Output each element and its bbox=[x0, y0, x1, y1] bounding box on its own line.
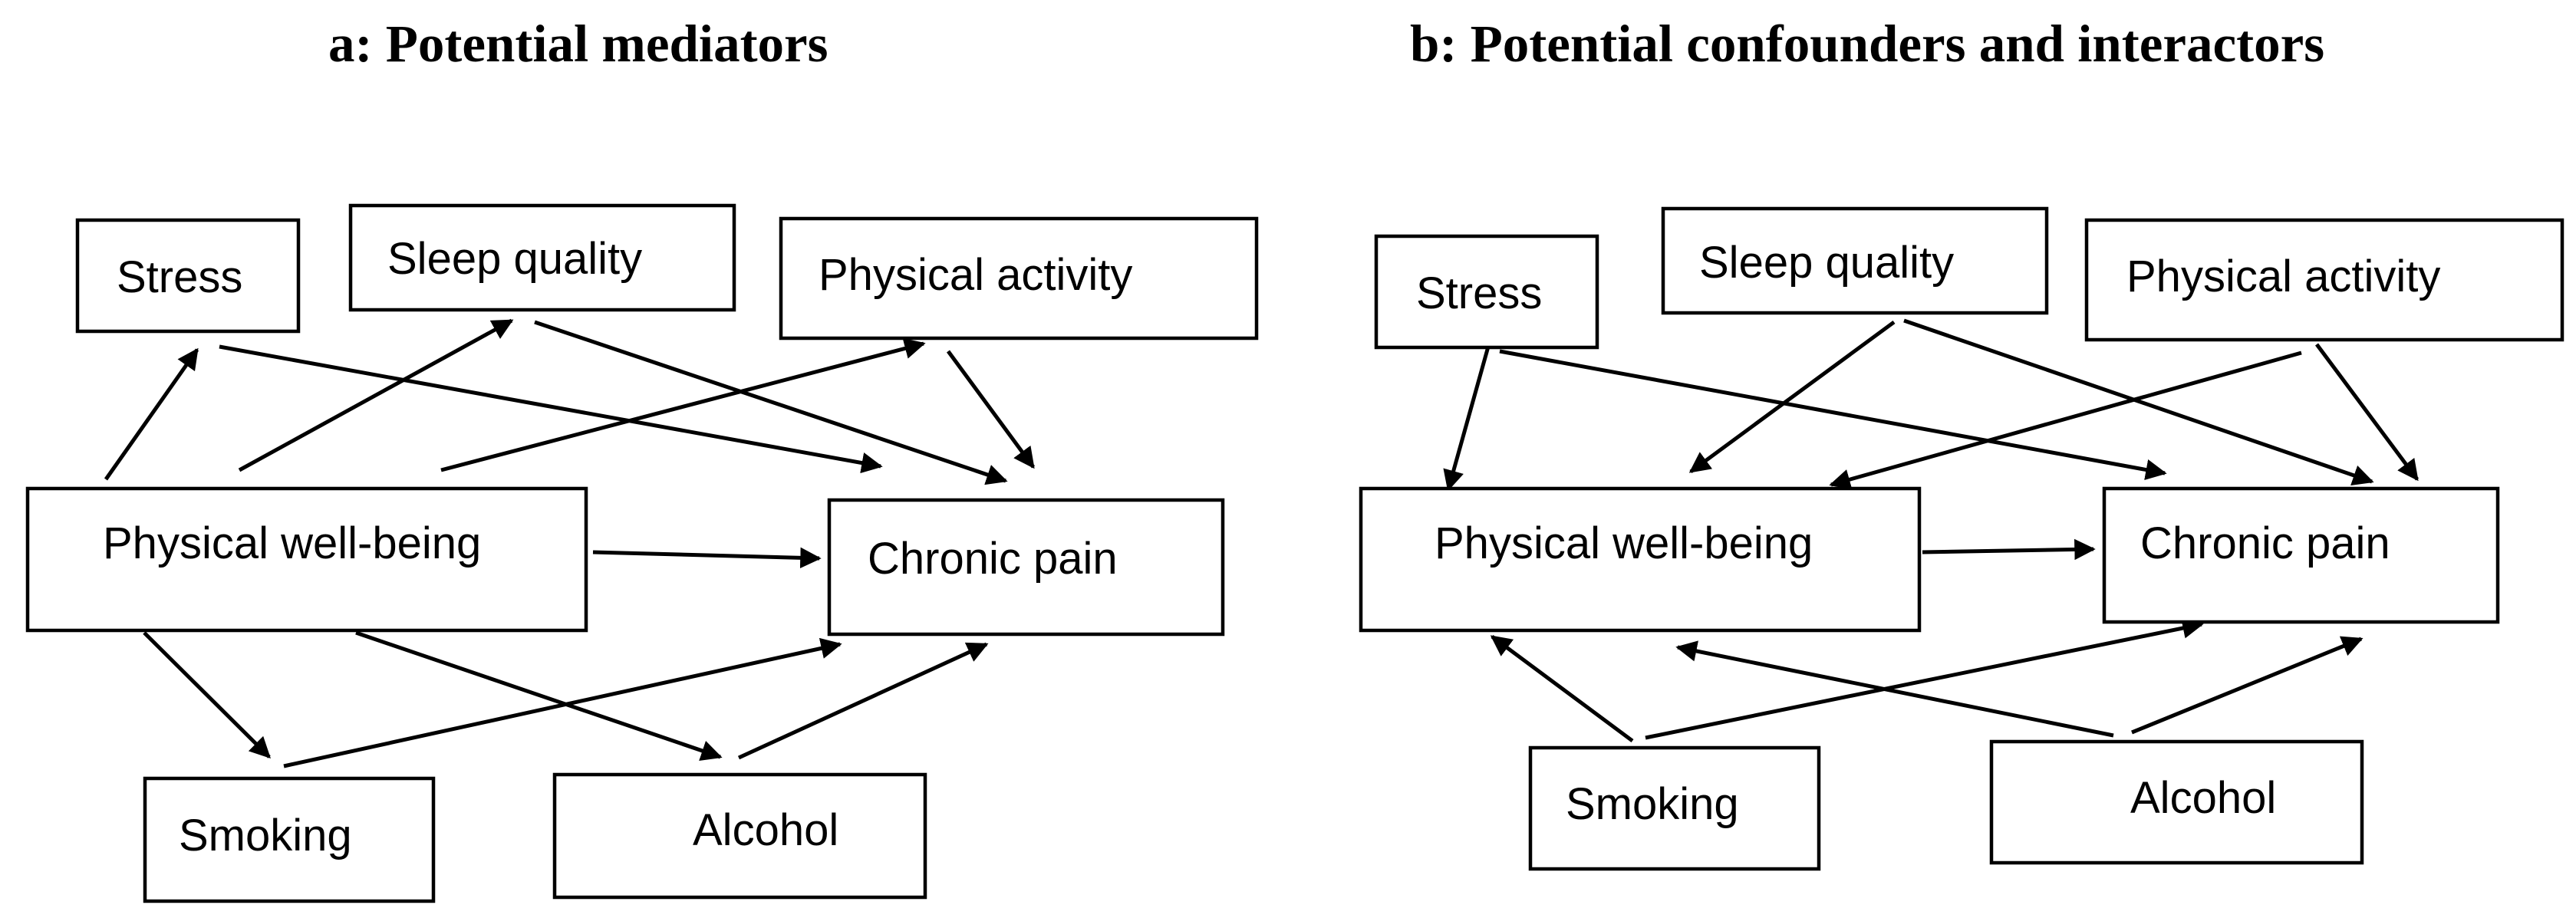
arrow-b-wellbeing-to-pain bbox=[1922, 538, 2096, 561]
node-b-pain: Chronic pain bbox=[2102, 486, 2500, 624]
node-a-wellbeing: Physical well-being bbox=[25, 486, 588, 633]
node-a-sleep-label: Sleep quality bbox=[387, 234, 642, 284]
arrow-b-alcohol-to-wellbeing bbox=[1675, 640, 2114, 738]
node-a-smoking-label: Smoking bbox=[179, 811, 352, 860]
arrow-b-smoking-to-pain bbox=[1645, 617, 2204, 740]
node-a-wellbeing-label: Physical well-being bbox=[103, 518, 481, 568]
panel-a-title: a: Potential mediators bbox=[328, 15, 828, 73]
node-b-sleep: Sleep quality bbox=[1661, 206, 2049, 315]
arrow-a-wellbeing-to-sleep bbox=[238, 318, 514, 472]
panel-a-arrows bbox=[104, 318, 1036, 768]
node-a-pain: Chronic pain bbox=[827, 498, 1225, 637]
node-b-alcohol-label: Alcohol bbox=[2130, 773, 2276, 823]
node-b-alcohol: Alcohol bbox=[1989, 739, 2364, 865]
node-a-pain-label: Chronic pain bbox=[868, 534, 1118, 584]
arrow-a-wellbeing-to-smoking bbox=[143, 631, 271, 758]
node-a-alcohol: Alcohol bbox=[552, 772, 927, 900]
node-b-pain-label: Chronic pain bbox=[2140, 518, 2390, 568]
node-b-smoking-label: Smoking bbox=[1566, 779, 1739, 829]
arrow-a-smoking-to-pain bbox=[283, 637, 842, 768]
arrow-a-sleep-to-pain bbox=[534, 320, 1008, 485]
arrow-a-stress-to-pain bbox=[219, 344, 883, 474]
node-b-wellbeing: Physical well-being bbox=[1359, 486, 1922, 633]
arrow-a-wellbeing-to-activity bbox=[440, 337, 926, 472]
node-b-stress-label: Stress bbox=[1416, 268, 1542, 318]
panel-b-arrows bbox=[1443, 318, 2420, 743]
node-b-activity: Physical activity bbox=[2084, 218, 2564, 342]
node-b-sleep-label: Sleep quality bbox=[1699, 238, 1954, 288]
arrow-b-alcohol-to-pain bbox=[2131, 636, 2364, 735]
node-a-stress-label: Stress bbox=[117, 252, 242, 302]
node-b-activity-label: Physical activity bbox=[2126, 252, 2440, 301]
arrow-b-smoking-to-wellbeing bbox=[1490, 634, 1634, 743]
node-a-smoking: Smoking bbox=[143, 776, 436, 903]
arrow-b-activity-to-wellbeing bbox=[1829, 350, 2302, 490]
arrow-b-stress-to-wellbeing bbox=[1443, 346, 1491, 492]
panel-a: Stress Sleep quality Physical activity P… bbox=[25, 203, 1259, 903]
panel-b-title: b: Potential confounders and interactors bbox=[1410, 15, 2325, 73]
node-a-stress: Stress bbox=[75, 218, 301, 334]
arrow-b-sleep-to-pain bbox=[1903, 318, 2374, 485]
node-a-activity-label: Physical activity bbox=[819, 250, 1132, 300]
arrow-b-sleep-to-wellbeing bbox=[1688, 320, 1896, 474]
arrow-b-stress-to-pain bbox=[1499, 349, 2167, 481]
arrow-a-wellbeing-to-alcohol bbox=[355, 630, 723, 762]
arrow-a-activity-to-pain bbox=[946, 350, 1036, 469]
arrow-b-activity-to-pain bbox=[2314, 343, 2420, 482]
node-b-wellbeing-label: Physical well-being bbox=[1435, 518, 1813, 568]
arrow-a-wellbeing-to-pain bbox=[592, 547, 822, 569]
arrow-a-alcohol-to-pain bbox=[737, 642, 989, 760]
panel-b: Stress Sleep quality Physical activity P… bbox=[1359, 206, 2564, 871]
node-b-smoking: Smoking bbox=[1528, 745, 1821, 871]
node-a-sleep: Sleep quality bbox=[348, 203, 736, 312]
node-a-alcohol-label: Alcohol bbox=[693, 805, 838, 855]
node-a-activity: Physical activity bbox=[779, 216, 1259, 341]
arrow-a-wellbeing-to-stress bbox=[104, 347, 199, 481]
node-b-stress: Stress bbox=[1374, 234, 1599, 350]
